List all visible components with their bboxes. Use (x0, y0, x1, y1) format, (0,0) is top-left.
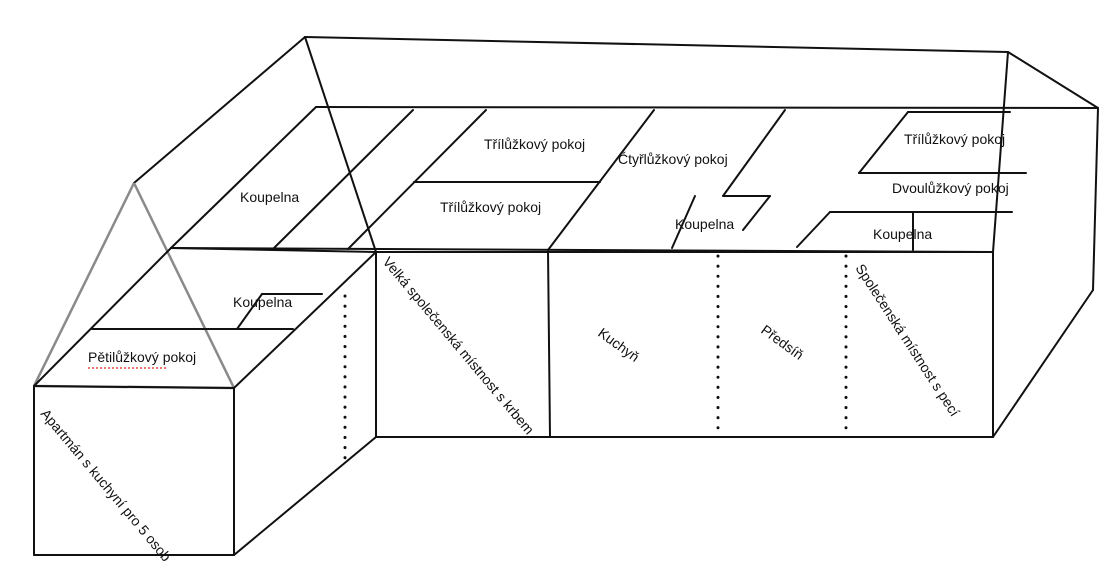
building-faces (33, 249, 994, 556)
label-ctyrlozkovy-pokoj: Čtyřlůžkový pokoj (618, 151, 728, 167)
label-dvoulozkovy-pokoj: Dvoulůžkový pokoj (892, 180, 1009, 196)
label-koupelna-right: Koupelna (873, 226, 932, 242)
wing-floor-plan (33, 247, 377, 389)
label-trilozkovy-pokoj-right: Třílůžkový pokoj (904, 131, 1005, 147)
label-koupelna-center: Koupelna (675, 216, 734, 232)
label-koupelna-top-left: Koupelna (240, 189, 299, 205)
roof-outline (133, 36, 1099, 438)
label-velka-spolecenska: Velká společenská místnost s krbem (380, 254, 538, 438)
label-spolecenska-s-peci: Společenská místnost s pecí (852, 261, 963, 419)
label-apartman: Apartmán s kuchyní pro 5 osob (38, 406, 175, 565)
dotted-partitions (343, 254, 848, 468)
label-trilozkovy-pokoj-mid: Třílůžkový pokoj (440, 199, 541, 215)
upper-floor-plan (170, 106, 1099, 253)
label-petilozkovy-pokoj: Pětilůžkový pokoj (88, 349, 196, 365)
label-kuchyn: Kuchyň (595, 324, 642, 364)
label-koupelna-wing: Koupelna (233, 294, 292, 310)
label-predsin: Předsíň (758, 321, 806, 362)
room-labels: Koupelna Třílůžkový pokoj Čtyřlůžkový po… (38, 131, 1009, 565)
label-trilozkovy-pokoj-top: Třílůžkový pokoj (484, 136, 585, 152)
